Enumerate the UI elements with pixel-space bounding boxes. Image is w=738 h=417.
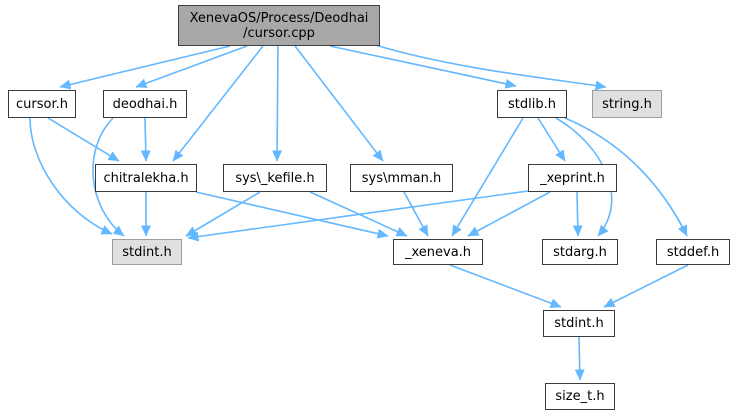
edge-xeprint-h-to-stdint-h-top [187,190,529,242]
graph-node-stdarg-h[interactable]: stdarg.h [542,239,618,265]
edge-cursor-cpp-to-deodhai-h [135,45,248,89]
graph-node-deodhai-h[interactable]: deodhai.h [103,90,187,118]
edge-cursor-h-to-stdint-h-top [29,117,113,235]
edge-xeprint-h-to-xeneva-h [467,191,551,237]
edge-cursor-cpp-to-sys-kefile-h [272,45,283,162]
edge-deodhai-h-to-stdint-h-top [92,117,125,237]
edge-stdlib-h-to-xeneva-h [451,117,524,237]
edge-cursor-cpp-to-cursor-h [59,45,231,90]
graph-node-sys-mman-h[interactable]: sys\mman.h [350,164,453,192]
edge-deodhai-h-to-chitralekha-h [140,117,151,162]
edge-chitralekha-h-to-xeneva-h [195,191,389,239]
edge-cursor-cpp-to-sys-mman-h [294,45,384,162]
graph-node-cursor-h[interactable]: cursor.h [8,90,76,118]
graph-node-stdlib-h[interactable]: stdlib.h [497,90,567,118]
graph-node-string-h[interactable]: string.h [592,90,662,118]
edge-stdlib-h-to-xeprint-h [537,117,566,162]
graph-node-size-t-h[interactable]: size_t.h [545,383,615,410]
edge-sys-kefile-h-to-stdint-h-top [185,191,261,237]
edge-sys-mman-h-to-xeneva-h [403,191,429,237]
graph-node-xeneva-h[interactable]: _xeneva.h [393,239,483,265]
edge-stdlib-h-to-stddef-h [564,117,688,237]
graph-node-stddef-h[interactable]: stddef.h [656,239,730,265]
graph-node-cursor-cpp[interactable]: XenevaOS/Process/Deodhai /cursor.cpp [178,5,380,46]
edge-cursor-cpp-to-stdlib-h [329,45,517,89]
graph-node-stdint-h-top[interactable]: stdint.h [112,239,182,265]
edge-cursor-cpp-to-chitralekha-h [172,45,264,162]
edge-cursor-cpp-to-string-h [371,43,607,91]
graph-node-stdint-h-bottom[interactable]: stdint.h [543,310,615,337]
edge-xeprint-h-to-stdarg-h [572,191,583,237]
graph-node-chitralekha-h[interactable]: chitralekha.h [95,164,197,192]
edge-stdint-h-bottom-to-size-t-h [574,336,585,381]
edge-xeneva-h-to-stdint-h-bottom [449,264,562,308]
graph-node-sys-kefile-h[interactable]: sys\_kefile.h [223,164,327,192]
edge-cursor-h-to-chitralekha-h [47,117,120,162]
graph-node-xeprint-h[interactable]: _xeprint.h [528,164,617,192]
edges-group [29,43,689,381]
edge-stddef-h-to-stdint-h-bottom [603,264,689,308]
